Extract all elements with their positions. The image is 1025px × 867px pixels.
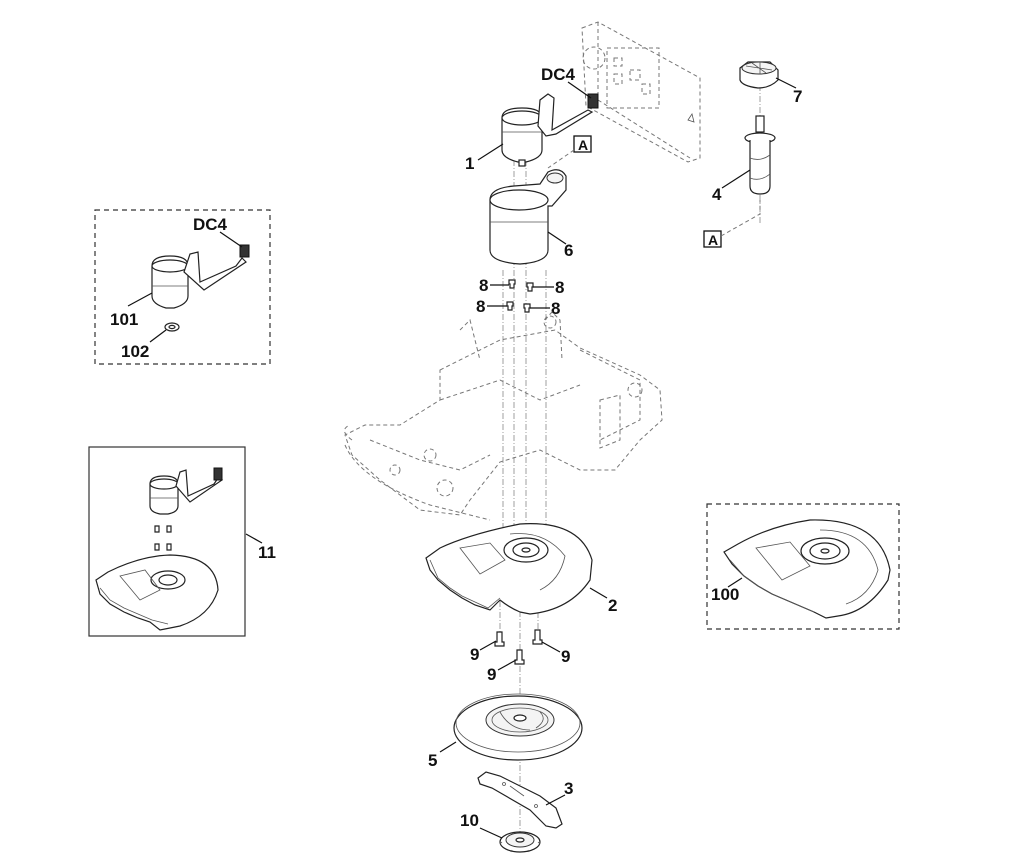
- callout-2[interactable]: 2: [608, 596, 617, 615]
- part-4-height-adjust-shaft[interactable]: [744, 115, 776, 195]
- callout-7[interactable]: 7: [793, 87, 802, 106]
- callout-10[interactable]: 10: [460, 811, 479, 830]
- chassis-frame: [344, 311, 663, 521]
- svg-text:A: A: [708, 232, 718, 248]
- callout-8-a[interactable]: 8: [479, 276, 488, 295]
- part-100-alt-cover[interactable]: [723, 519, 891, 619]
- part-8-screws[interactable]: [506, 279, 534, 313]
- kit-11-motor: [149, 467, 224, 515]
- callout-3[interactable]: 3: [564, 779, 573, 798]
- part-101-alt-motor[interactable]: [151, 244, 250, 309]
- part-3-blade[interactable]: [477, 771, 563, 829]
- kit-11-cover: [95, 554, 219, 631]
- callout-8-c[interactable]: 8: [476, 297, 485, 316]
- callout-1[interactable]: 1: [465, 154, 474, 173]
- circuit-board: [581, 21, 701, 163]
- part-102-alt-washer[interactable]: [164, 322, 180, 332]
- callout-8-d[interactable]: 8: [551, 299, 560, 318]
- kit-11-frame[interactable]: [88, 446, 246, 637]
- part-5-blade-disc[interactable]: [453, 693, 583, 761]
- callout-5[interactable]: 5: [428, 751, 437, 770]
- callout-100[interactable]: 100: [711, 585, 739, 604]
- callout-102[interactable]: 102: [121, 342, 149, 361]
- part-9-screws[interactable]: [494, 629, 543, 665]
- callout-9-b[interactable]: 9: [561, 647, 570, 666]
- part-10-nut[interactable]: [499, 831, 541, 853]
- callout-6[interactable]: 6: [564, 241, 573, 260]
- ref-mark-a-upper[interactable]: A: [573, 135, 592, 153]
- callout-11[interactable]: 11: [258, 543, 276, 562]
- dc4-connector-alt: [239, 244, 250, 258]
- part-1-motor[interactable]: [501, 93, 599, 167]
- dc4-connector: [587, 93, 599, 109]
- part-2-blade-disc-cover[interactable]: [425, 523, 593, 615]
- callout-8-b[interactable]: 8: [555, 278, 564, 297]
- part-7-height-adjust-knob[interactable]: [739, 61, 779, 89]
- svg-text:A: A: [578, 137, 588, 153]
- callout-4[interactable]: 4: [712, 185, 722, 204]
- alt-cover-detail-frame: [706, 503, 900, 630]
- ref-mark-a-lower[interactable]: A: [703, 230, 722, 248]
- label-dc4-main: DC4: [541, 65, 576, 84]
- callout-9-c[interactable]: 9: [487, 665, 496, 684]
- part-6-motor-housing[interactable]: [489, 169, 567, 265]
- alt-motor-detail-frame: [94, 209, 271, 365]
- label-dc4-alt: DC4: [193, 215, 228, 234]
- callout-101[interactable]: 101: [110, 310, 138, 329]
- kit-11-screws: [154, 525, 172, 551]
- callout-9-a[interactable]: 9: [470, 645, 479, 664]
